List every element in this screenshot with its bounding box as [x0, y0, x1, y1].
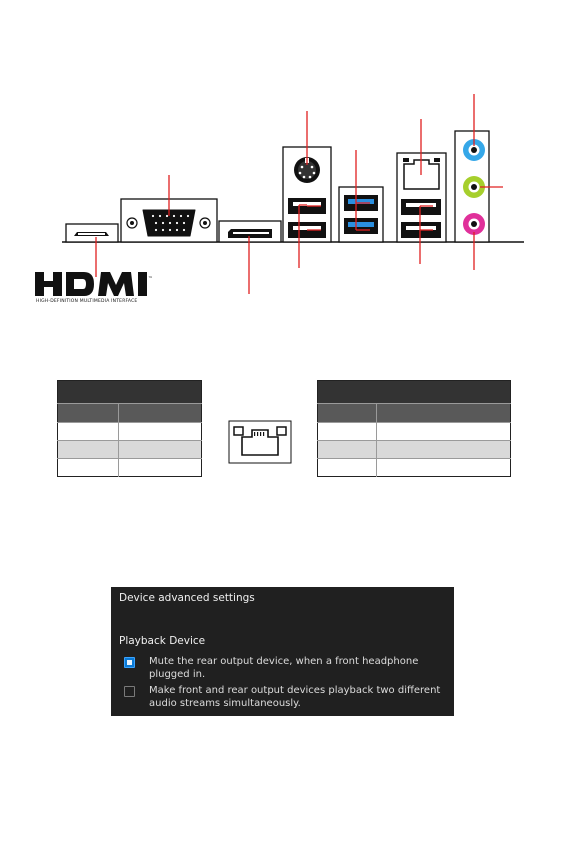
table-cell	[317, 422, 377, 441]
led-table-left	[57, 380, 202, 477]
table-cell	[58, 459, 119, 477]
table-cell	[318, 459, 377, 477]
hdmi-logo-tm: ™	[148, 276, 153, 282]
device-advanced-settings-panel: Device advanced settings Playback Device…	[111, 587, 454, 716]
option-label-line: Mute the rear output device, when a fron…	[149, 656, 419, 667]
two-streams-option[interactable]: Make front and rear output devices playb…	[124, 684, 444, 710]
lan-led-left	[233, 426, 244, 436]
led-table-right-col2	[376, 403, 511, 423]
lan-port-illustration	[228, 420, 292, 464]
lan-led-right	[276, 426, 287, 436]
table-cell	[118, 458, 202, 477]
two-streams-checkbox[interactable]	[124, 686, 135, 697]
table-cell	[376, 458, 511, 477]
hdmi-logo-subtitle: HIGH-DEFINITION MULTIMEDIA INTERFACE	[36, 299, 138, 304]
playback-device-heading: Playback Device	[119, 635, 206, 647]
hdmi-logo	[35, 272, 147, 296]
option-label-line: Make front and rear output devices playb…	[149, 685, 441, 696]
led-table-left-col2	[118, 403, 202, 423]
rear-io-panel-diagram: ™	[35, 94, 524, 296]
table-cell	[376, 440, 511, 459]
option-label-line: audio streams simultaneously.	[149, 698, 301, 709]
settings-title: Device advanced settings	[119, 592, 255, 604]
usb3-stack	[338, 186, 384, 243]
led-table-left-col1	[57, 403, 119, 423]
mute-rear-label: Mute the rear output device, when a fron…	[149, 655, 418, 681]
audio-jacks	[454, 130, 490, 243]
mute-rear-checkbox[interactable]	[124, 657, 135, 668]
table-cell	[376, 422, 511, 441]
led-table-right-title	[317, 380, 511, 404]
two-streams-label: Make front and rear output devices playb…	[149, 684, 440, 710]
table-cell	[118, 422, 202, 441]
table-cell	[317, 440, 377, 459]
led-table-right-col1	[317, 403, 377, 423]
led-table-left-title	[57, 380, 202, 404]
table-cell	[57, 422, 119, 441]
led-table-right	[317, 380, 511, 477]
hdmi-port	[65, 223, 119, 243]
mute-rear-option[interactable]: Mute the rear output device, when a fron…	[124, 655, 444, 681]
table-cell	[57, 440, 119, 459]
displayport-port	[218, 220, 282, 243]
option-label-line: plugged in.	[149, 669, 206, 680]
table-cell	[118, 440, 202, 459]
callout-lines	[95, 94, 503, 294]
